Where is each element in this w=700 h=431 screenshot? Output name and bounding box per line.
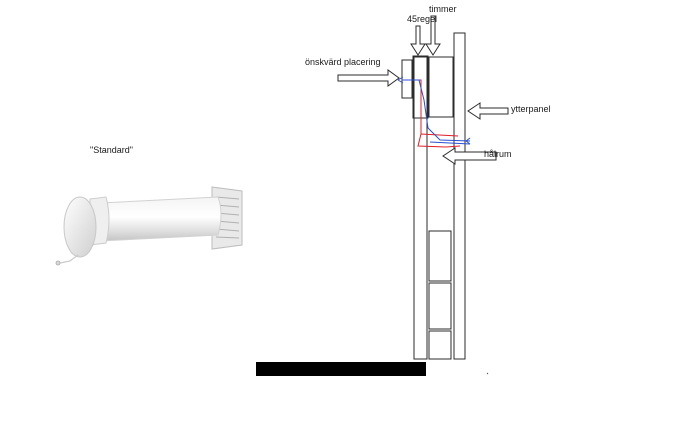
outer-panel (453, 32, 466, 360)
blue-arrowhead (397, 76, 404, 84)
panel-arrow (467, 102, 509, 120)
blue-arrowhead-2 (465, 137, 471, 145)
timber-arrow (425, 15, 441, 56)
cavity-box-3 (428, 330, 452, 360)
blue-route-line (402, 79, 471, 145)
label-halrum: hålrum (484, 149, 512, 159)
vent-product-image (55, 186, 243, 266)
label-desired-placement: önskvärd placering (305, 57, 381, 67)
vent-cap (63, 196, 97, 258)
timber-block (428, 56, 454, 118)
label-ytterpanel: ytterpanel (511, 104, 551, 114)
cavity-arrow (442, 147, 497, 165)
label-45regel: 45regel (407, 14, 438, 24)
label-timmer: timmer (429, 4, 457, 14)
desired-vent-box (401, 59, 413, 99)
vent-tube (99, 196, 222, 242)
placement-arrow (337, 69, 400, 87)
inner-wall (413, 56, 428, 360)
small-tick (486, 372, 489, 375)
floor-bar (256, 362, 426, 376)
photo-caption: "Standard" (90, 145, 133, 155)
pull-cord (59, 254, 79, 264)
stud-arrow (410, 25, 426, 56)
cavity-box-1 (428, 230, 452, 282)
cavity-box-2 (428, 282, 452, 330)
